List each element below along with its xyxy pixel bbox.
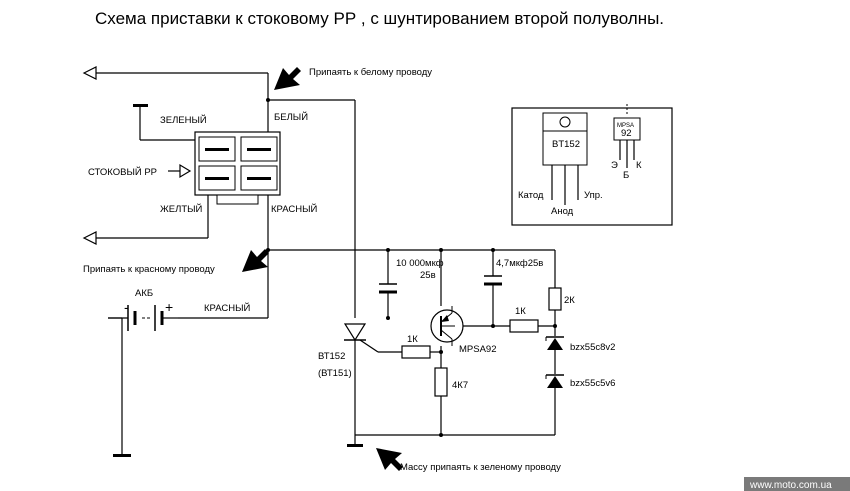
label-resistor-4k7: 4К7	[452, 380, 468, 391]
label-transistor: MPSA92	[459, 344, 497, 355]
pinout-cathode: Катод	[518, 190, 544, 201]
solder-arrow-ground	[376, 448, 403, 471]
pinout-anode: Анод	[551, 206, 574, 217]
transistor-symbol	[430, 306, 464, 346]
label-green-wire: ЗЕЛЕНЫЙ	[160, 114, 207, 126]
thyristor-symbol	[343, 323, 367, 342]
capacitor-10000uf	[379, 283, 397, 294]
zener-diode-5v6	[545, 374, 564, 388]
capacitor-4-7uf	[484, 275, 502, 286]
output-arrow-top	[82, 66, 97, 80]
pinout-mpsa-bottom: 92	[621, 128, 632, 139]
label-battery-red: КРАСНЫЙ	[204, 302, 250, 314]
label-resistor-out: 1К	[515, 306, 526, 317]
label-battery: АКБ	[135, 288, 153, 299]
resistor-2k	[548, 287, 562, 311]
pinout-gate: Упр.	[584, 190, 603, 201]
label-thyristor: ВТ152	[318, 351, 345, 362]
label-cap1-voltage: 25в	[420, 270, 436, 281]
resistor-4k7	[434, 367, 448, 397]
label-thyristor-alt: (ВТ151)	[318, 368, 352, 379]
junction-dots	[266, 98, 557, 437]
label-solder-white: Припаять к белому проводу	[309, 67, 432, 78]
output-arrow-bottom	[82, 231, 97, 245]
label-zener2: bzx55c5v6	[570, 378, 615, 389]
pinout-collector: К	[636, 160, 642, 171]
input-arrow	[168, 163, 192, 179]
pinout-box	[511, 104, 673, 226]
pinout-mpsa-top: MPSA	[617, 123, 634, 129]
label-zener1: bzx55c8v2	[570, 342, 615, 353]
label-resistor-base: 1К	[407, 334, 418, 345]
label-stock-rr: СТОКОВЫЙ РР	[88, 166, 157, 178]
ground-symbol	[113, 454, 131, 457]
label-solder-red: Припаять к красному проводу	[83, 264, 215, 275]
watermark-background	[744, 477, 850, 491]
label-resistor-2k: 2К	[564, 295, 575, 306]
zener-diode-8v2	[545, 336, 564, 350]
pinout-bt152-name: BT152	[552, 139, 580, 150]
pinout-base: Б	[623, 170, 629, 181]
label-battery-minus: -	[124, 299, 129, 315]
label-cap1-value: 10 000мкф	[396, 258, 444, 269]
battery-symbol	[108, 305, 178, 331]
stock-rr-connector	[194, 131, 281, 205]
label-ground-green: Массу припаять к зеленому проводу	[400, 462, 561, 473]
solder-arrow-red	[242, 249, 269, 272]
diagram-title: Схема приставки к стоковому РР , с шунти…	[95, 9, 664, 28]
ground-symbol	[133, 104, 148, 107]
pinout-emitter: Э	[611, 160, 618, 171]
label-cap2-value: 4,7мкф25в	[496, 258, 543, 269]
label-yellow-wire: ЖЕЛТЫЙ	[160, 203, 203, 215]
label-red-wire: КРАСНЫЙ	[271, 203, 317, 215]
label-battery-plus: +	[165, 299, 173, 315]
watermark: www.moto.com.ua	[749, 480, 832, 491]
solder-arrow-white	[274, 67, 301, 90]
resistor-out-1k	[509, 319, 539, 333]
ground-symbol	[347, 444, 363, 447]
resistor-base-1k	[401, 345, 431, 359]
label-white-wire: БЕЛЫЙ	[274, 111, 308, 123]
